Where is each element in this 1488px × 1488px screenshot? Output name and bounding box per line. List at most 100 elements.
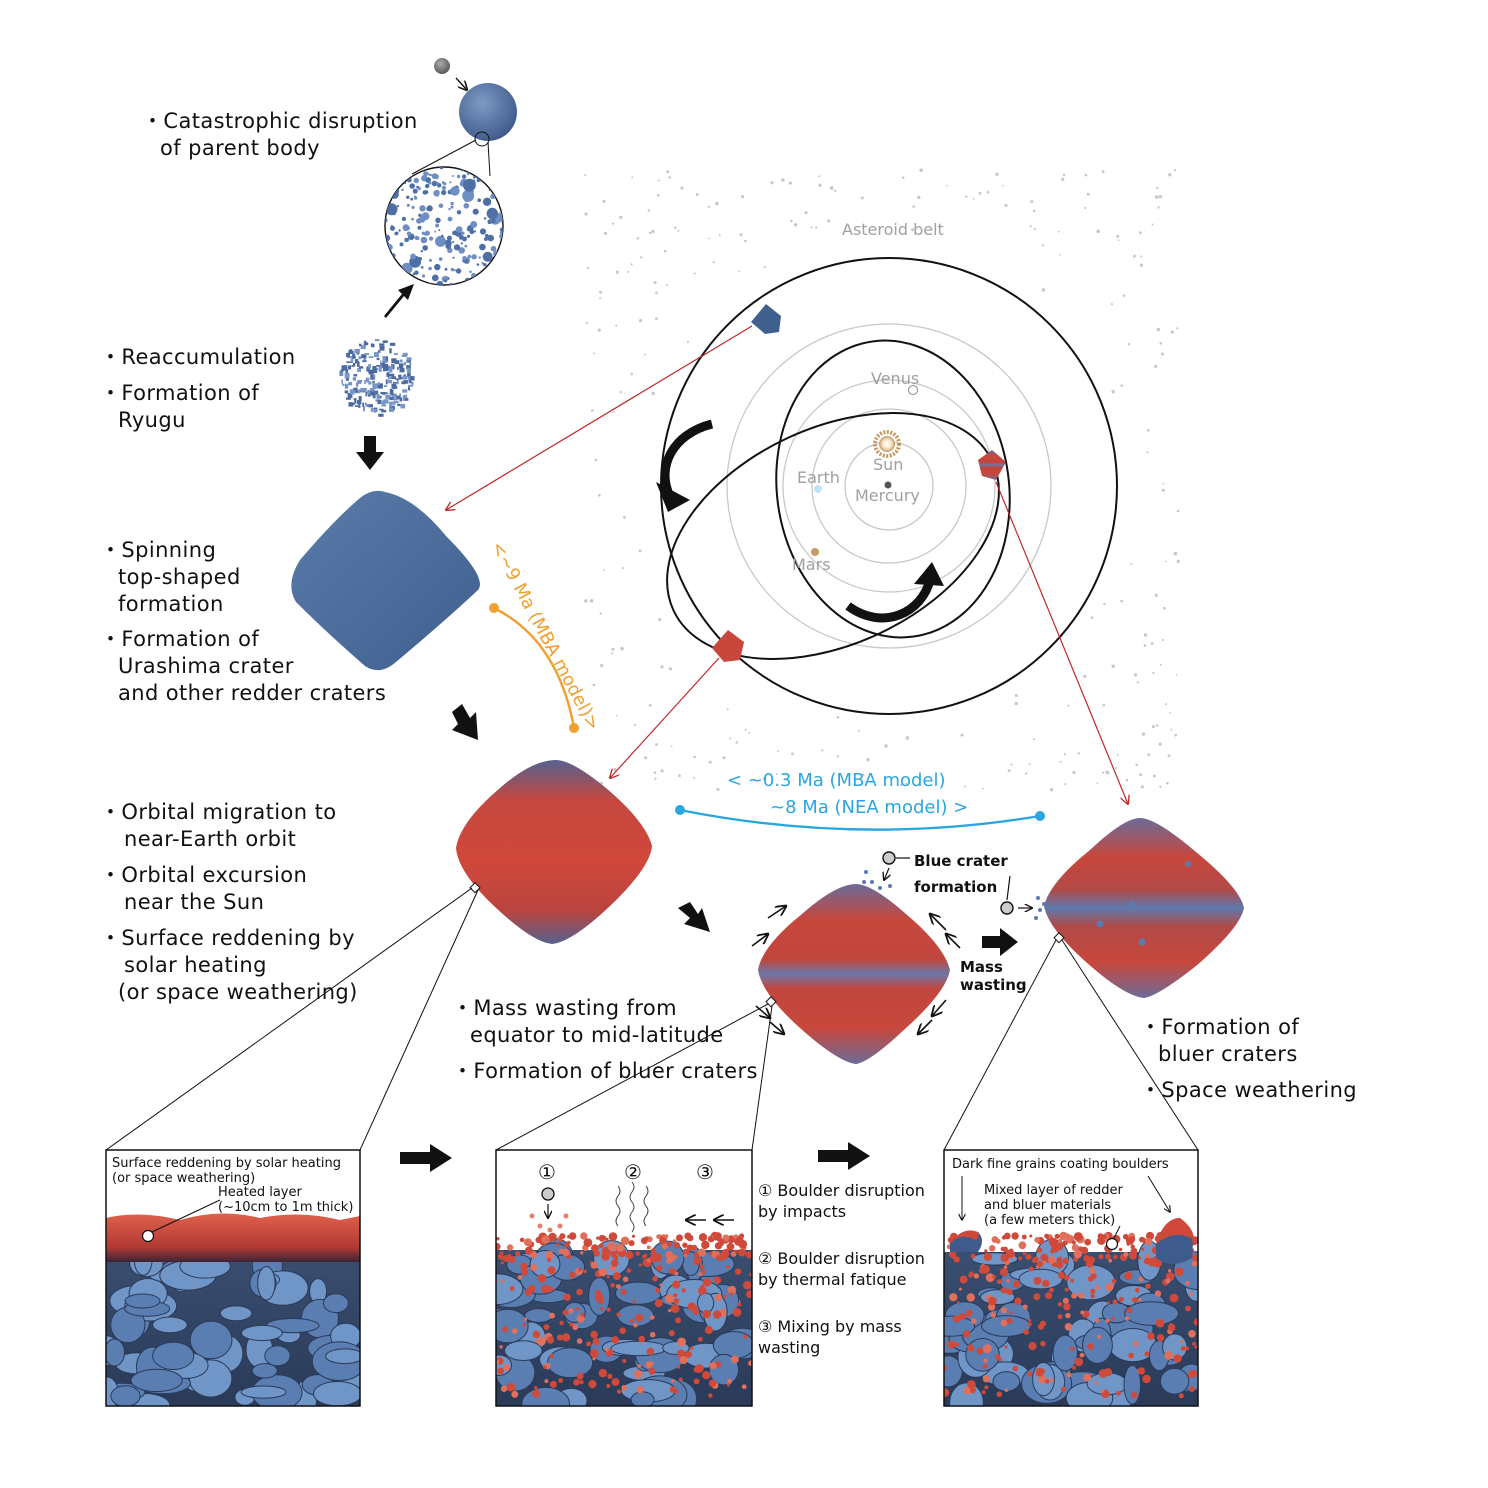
panel-text: (or space weathering): [112, 1171, 256, 1186]
red-grain: [732, 1307, 742, 1317]
red-grain: [537, 1274, 547, 1283]
fragment-particle: [476, 263, 480, 266]
rubble-particle: [358, 366, 364, 369]
red-grain: [1188, 1292, 1193, 1297]
red-grain: [982, 1363, 988, 1369]
belt-dot: [1120, 384, 1123, 388]
rubble-particle: [399, 397, 403, 402]
red-grain: [996, 1391, 1003, 1397]
belt-dot: [631, 176, 634, 179]
fragment-particle: [473, 175, 476, 179]
belt-dot: [1063, 753, 1066, 756]
red-grain: [723, 1294, 727, 1299]
fragment-particle: [472, 169, 477, 174]
belt-dot: [744, 728, 747, 731]
rubble-particle: [344, 390, 349, 394]
belt-dot: [857, 729, 860, 732]
rubble-particle: [363, 356, 367, 361]
rubble-particle: [352, 377, 357, 381]
red-grain: [725, 1265, 730, 1269]
red-grain: [622, 1276, 629, 1283]
red-grain: [1000, 1246, 1006, 1252]
fragment-particle: [485, 167, 492, 172]
fragment-particle: [483, 217, 487, 220]
belt-dot: [623, 515, 626, 519]
belt-dot: [1007, 769, 1011, 773]
boulder: [130, 1368, 183, 1393]
heated-layer-marker: [141, 1229, 155, 1243]
belt-dot: [668, 667, 673, 671]
red-grain: [580, 1312, 585, 1317]
rubble-particle: [373, 375, 376, 379]
belt-dot: [664, 249, 667, 253]
red-grain: [1094, 1318, 1100, 1323]
red-grain: [704, 1325, 713, 1335]
fragment-particle: [492, 273, 498, 279]
red-grain: [677, 1337, 686, 1347]
fragment-particle: [491, 218, 496, 224]
red-grain: [598, 1268, 608, 1277]
rubble-particle: [394, 398, 398, 401]
red-grain: [1164, 1351, 1174, 1360]
legend-text: wasting: [758, 1338, 821, 1357]
mass-wasting-label: Mass wasting: [960, 958, 1027, 994]
ejecta-dots: [1034, 896, 1046, 920]
boulder: [521, 1386, 570, 1406]
step-text: ・Surface reddening by: [100, 926, 355, 950]
step-text: Urashima crater: [118, 654, 294, 678]
belt-dot: [911, 228, 915, 232]
legend-text: ③ Mixing by mass: [758, 1317, 902, 1336]
belt-dot: [1175, 673, 1178, 676]
red-grain: [1137, 1367, 1146, 1375]
red-grain: [970, 1253, 976, 1259]
rubble-particle: [394, 360, 400, 365]
belt-dot: [960, 733, 964, 737]
red-grain: [1071, 1240, 1076, 1245]
panel-left-title: Surface reddening by solar heating (or s…: [112, 1156, 341, 1186]
annotation-text: wasting: [960, 976, 1027, 994]
rubble-particle: [351, 364, 354, 367]
belt-dot: [708, 760, 712, 764]
red-grain: [583, 1269, 587, 1274]
belt-dot: [860, 196, 864, 200]
fragment-particle: [396, 268, 402, 274]
belt-dot: [963, 785, 966, 788]
rubble-particle: [406, 365, 411, 370]
red-grain: [502, 1326, 509, 1333]
red-grain: [578, 1267, 582, 1272]
red-grain: [621, 1384, 627, 1391]
belt-dot: [584, 174, 587, 177]
belt-dot: [651, 391, 655, 396]
fragment-particle: [495, 176, 503, 183]
flow-arrow: [452, 704, 478, 740]
belt-dot: [602, 199, 606, 203]
fragment-particle: [428, 173, 432, 177]
flow-arrow: [982, 928, 1018, 956]
fragment-particle: [431, 173, 438, 180]
step-disruption: ・Catastrophic disruption of parent body: [142, 108, 418, 162]
belt-dot: [1139, 773, 1143, 777]
belt-dot: [1161, 488, 1165, 492]
fragment-particle: [458, 247, 466, 254]
fragment-particle: [479, 243, 486, 251]
belt-dot: [648, 231, 652, 235]
rubble-particle: [389, 388, 393, 394]
belt-dot: [611, 647, 615, 651]
belt-dot: [1154, 195, 1159, 199]
red-grain: [1118, 1247, 1123, 1252]
fragment-particle: [463, 203, 470, 209]
red-grain: [683, 1253, 688, 1258]
belt-dot: [603, 569, 605, 572]
red-grain: [568, 1308, 574, 1314]
belt-dot: [1072, 770, 1076, 775]
rubble-particle: [395, 378, 400, 381]
red-grain: [499, 1255, 504, 1260]
fragment-particle: [450, 201, 454, 206]
red-grain: [962, 1330, 971, 1338]
fragment-particle: [494, 174, 501, 182]
rubble-particle: [383, 399, 389, 404]
red-grain: [1036, 1260, 1044, 1268]
belt-dot: [1163, 606, 1166, 610]
fragment-particle: [417, 186, 421, 191]
red-grain: [1135, 1287, 1140, 1293]
